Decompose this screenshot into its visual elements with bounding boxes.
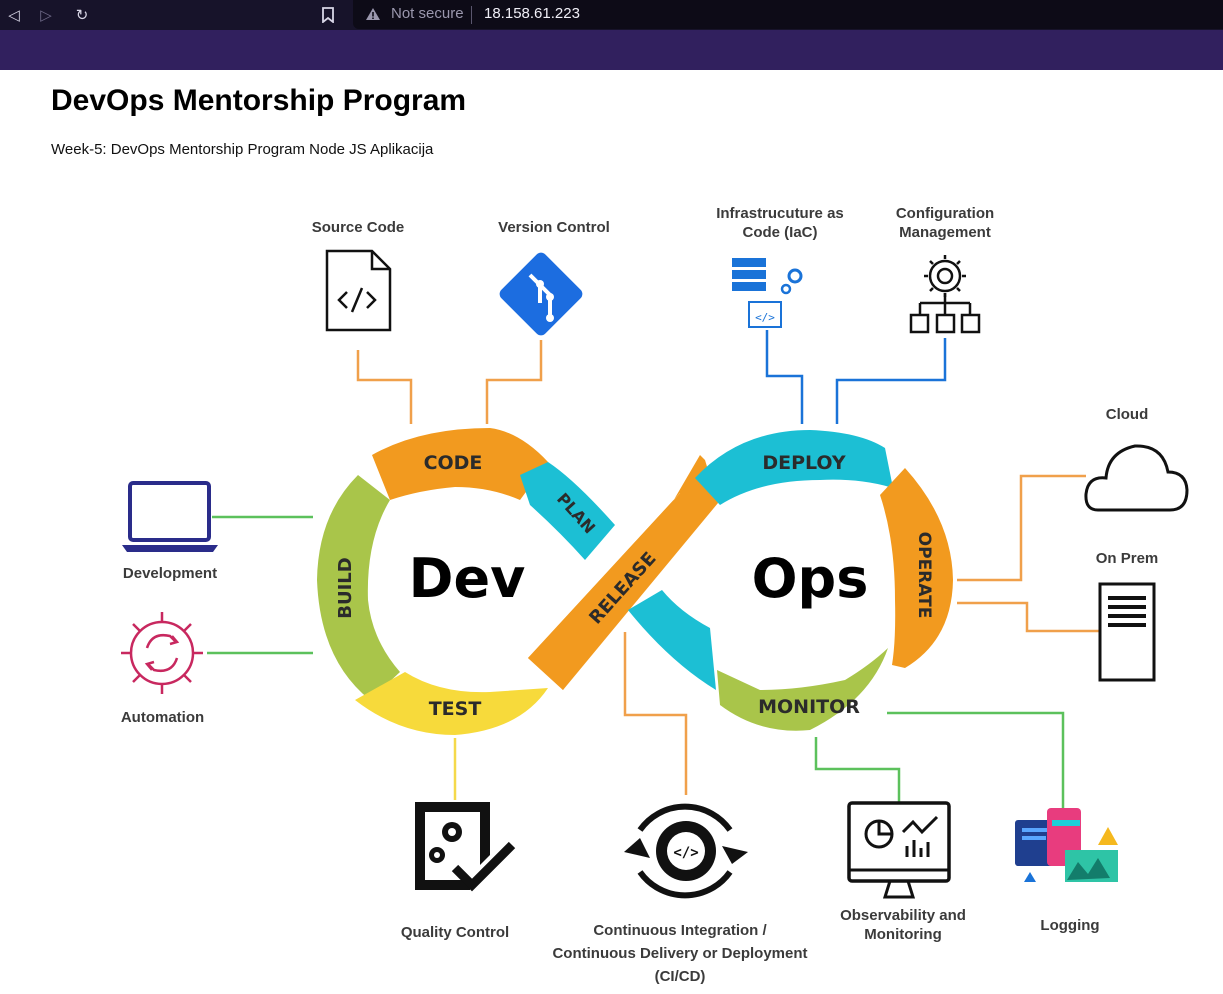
label-logging: Logging <box>1040 917 1100 934</box>
bookmark-icon[interactable] <box>316 3 340 27</box>
label-on-prem: On Prem <box>1095 550 1159 567</box>
connector-source-code <box>356 350 413 424</box>
label-quality-control: Quality Control <box>400 924 510 941</box>
devops-diagram: CODE PLAN BUILD TEST RELEASE DEPLOY OPER… <box>0 170 1223 994</box>
label-source-code: Source Code <box>311 219 405 236</box>
page-subtitle: Week-5: DevOps Mentorship Program Node J… <box>51 141 434 158</box>
cloud-icon <box>1084 444 1189 512</box>
svg-text:</>: </> <box>673 845 698 861</box>
label-iac: Infrastrucuture as Code (IaC) <box>700 204 860 242</box>
connector-iac <box>765 330 804 424</box>
connector-cloud <box>957 474 1086 582</box>
stage-build-label: BUILD <box>335 557 356 618</box>
label-observability-line2: Monitoring <box>864 926 942 943</box>
stage-deploy-arrow <box>695 430 893 505</box>
label-observability-line1: Observability and <box>840 907 966 924</box>
label-cloud: Cloud <box>1105 406 1149 423</box>
ops-center-label: Ops <box>752 547 869 610</box>
connector-config <box>835 338 947 424</box>
cicd-icon: </> <box>624 803 748 899</box>
ops-loop <box>695 430 953 731</box>
page-title: DevOps Mentorship Program <box>51 84 467 117</box>
url-text[interactable]: 18.158.61.223 <box>484 5 580 22</box>
label-development: Development <box>122 565 218 582</box>
label-cicd-line1: Continuous Integration / <box>593 922 767 939</box>
connector-observability <box>814 737 901 802</box>
warning-icon <box>366 8 380 20</box>
stage-build-arrow <box>317 475 400 700</box>
stage-cross-arrow <box>628 590 716 690</box>
config-management-icon <box>909 255 981 334</box>
stage-plan-arrow <box>520 462 615 560</box>
browser-toolbar: ◁ ▷ ↻ Not secure 18.158.61.223 <box>0 0 1223 70</box>
automation-icon <box>121 612 203 694</box>
label-version-control: Version Control <box>498 219 610 236</box>
label-cicd-line2: Continuous Delivery or Deployment <box>552 945 808 962</box>
connector-on-prem <box>957 601 1099 633</box>
stage-test-arrow <box>355 672 548 735</box>
stage-deploy-label: DEPLOY <box>762 452 846 474</box>
connector-logging <box>887 711 1065 808</box>
stage-monitor-label: MONITOR <box>758 696 860 718</box>
git-icon <box>499 252 583 336</box>
iac-icon: </> <box>732 258 803 328</box>
label-iac-line2: Code (IaC) <box>742 224 818 241</box>
source-code-icon <box>325 249 392 332</box>
connector-cicd <box>623 632 688 795</box>
label-config-line1: Configuration <box>895 205 995 222</box>
observability-icon <box>847 801 951 899</box>
stage-code-arrow <box>372 428 548 500</box>
stage-monitor-arrow <box>717 648 888 731</box>
not-secure-label: Not secure <box>391 5 464 22</box>
stage-operate-arrow <box>880 468 953 668</box>
logging-icon <box>1015 808 1118 882</box>
forward-icon[interactable]: ▷ <box>40 6 52 24</box>
address-bar[interactable]: Not secure 18.158.61.223 <box>353 0 1223 29</box>
stage-code-label: CODE <box>424 452 483 474</box>
dev-loop <box>317 428 615 735</box>
back-icon[interactable]: ◁ <box>8 6 20 24</box>
laptop-icon <box>122 481 218 552</box>
reload-icon[interactable]: ↻ <box>75 6 89 24</box>
label-cicd: Continuous Integration / Continuous Deli… <box>540 919 820 988</box>
stage-test-label: TEST <box>429 698 482 720</box>
address-divider <box>471 6 472 24</box>
label-iac-line1: Infrastrucuture as <box>716 205 844 222</box>
label-cicd-line3: (CI/CD) <box>654 968 706 985</box>
devops-infinity-diagram: CODE PLAN BUILD TEST RELEASE DEPLOY OPER… <box>121 249 1189 899</box>
label-config-management: Configuration Management <box>875 204 1015 242</box>
quality-control-icon <box>415 802 516 892</box>
label-config-line2: Management <box>899 224 991 241</box>
label-automation: Automation <box>120 709 205 726</box>
connector-version-control <box>485 340 543 424</box>
svg-text:</>: </> <box>755 311 775 324</box>
stage-operate-label: OPERATE <box>914 532 934 619</box>
server-icon <box>1098 582 1156 682</box>
label-observability: Observability and Monitoring <box>823 906 983 944</box>
dev-center-label: Dev <box>409 547 526 610</box>
